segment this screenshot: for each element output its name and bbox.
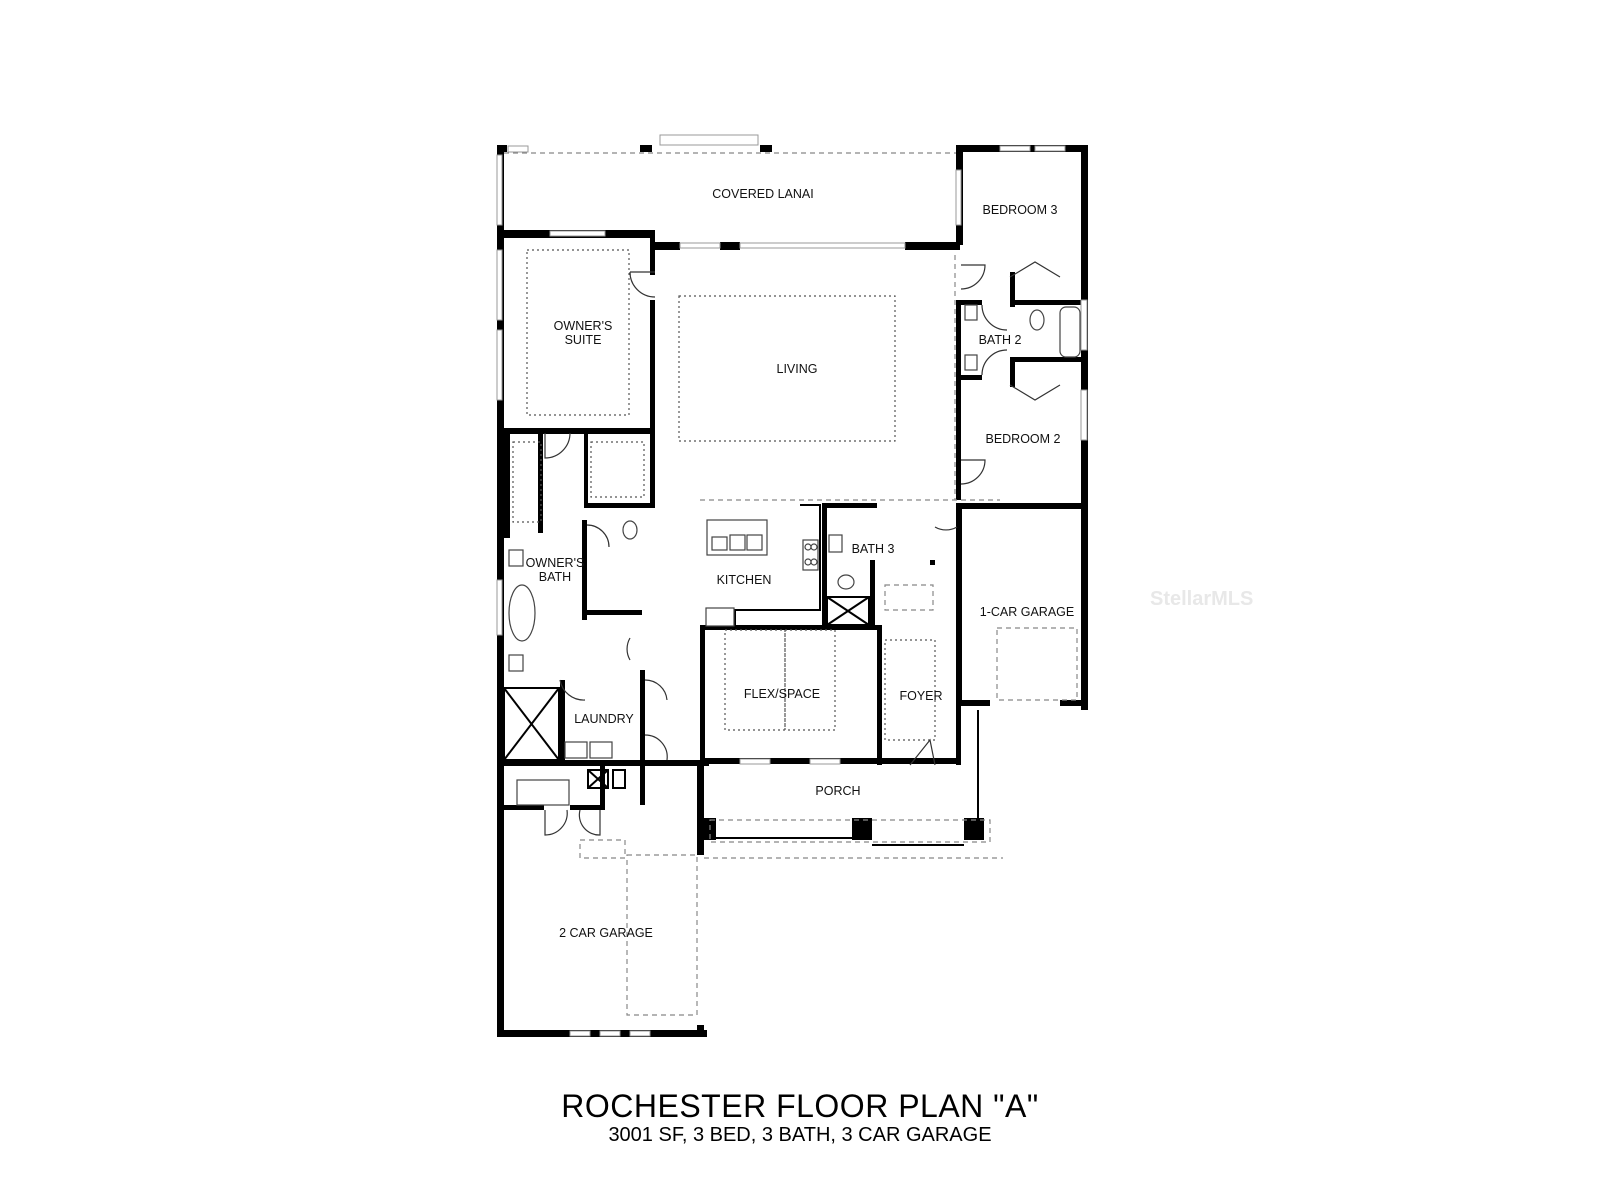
label-porch: PORCH <box>815 784 860 798</box>
label-owners-suite-line2: SUITE <box>565 333 602 347</box>
label-flex-space: FLEX/SPACE <box>744 687 820 701</box>
label-bedroom-2: BEDROOM 2 <box>985 432 1060 446</box>
label-foyer: FOYER <box>899 689 942 703</box>
label-kitchen: KITCHEN <box>717 573 772 587</box>
label-1-car-garage: 1-CAR GARAGE <box>980 605 1074 619</box>
label-bath-2: BATH 2 <box>979 333 1022 347</box>
plan-title: ROCHESTER FLOOR PLAN "A" <box>561 1088 1039 1124</box>
label-laundry: LAUNDRY <box>574 712 634 726</box>
label-owners-bath-line1: OWNER'S <box>526 556 585 570</box>
label-owners-bath-line2: BATH <box>539 570 571 584</box>
label-bedroom-3: BEDROOM 3 <box>982 203 1057 217</box>
label-2-car-garage: 2 CAR GARAGE <box>559 926 653 940</box>
plan-subtitle: 3001 SF, 3 BED, 3 BATH, 3 CAR GARAGE <box>608 1124 992 1146</box>
label-living: LIVING <box>777 362 818 376</box>
watermark: StellarMLS <box>1150 588 1254 610</box>
label-owners-suite-line1: OWNER'S <box>554 319 613 333</box>
label-bath-3: BATH 3 <box>852 542 895 556</box>
label-covered-lanai: COVERED LANAI <box>712 187 813 201</box>
